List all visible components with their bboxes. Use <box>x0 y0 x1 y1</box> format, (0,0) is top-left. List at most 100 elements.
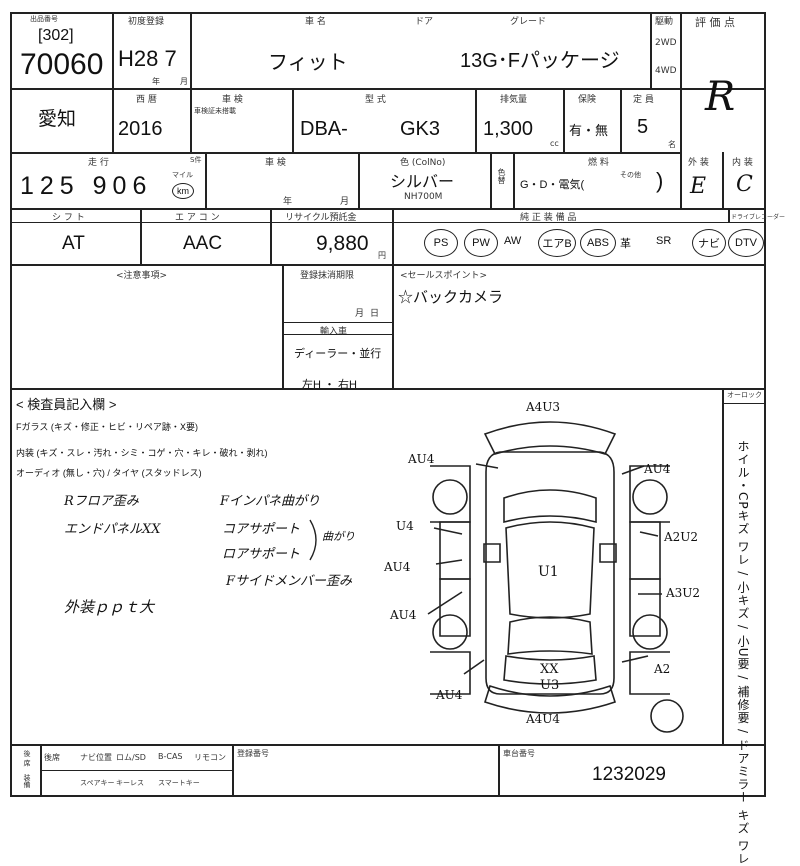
inspector-note: コアサポート <box>222 522 301 537</box>
inspection-label: 車 検 <box>222 95 243 105</box>
footer-label: スペアキー <box>80 779 115 787</box>
damage-mark: AU4 <box>644 462 671 476</box>
year: 2016 <box>118 118 163 140</box>
car-diagram <box>427 421 684 733</box>
registration-day: 日 <box>370 309 380 319</box>
footer-side-label-a: 後 席 <box>23 750 31 767</box>
footer-label: キーレス <box>116 779 144 787</box>
lot-number: 70060 <box>20 48 104 81</box>
footer-side-label-b: 装備 <box>23 774 31 788</box>
footer-label: リモコン <box>194 753 226 762</box>
side-legend: ホイル・CPキズ ワレ / 小キズ / 小U要 / 補修要 / ドアミラー キズ… <box>736 440 750 866</box>
color-label: 色 (ColNo) <box>400 158 446 168</box>
frame-number-label: 車台番号 <box>503 749 535 758</box>
sales-point-label: <セールスポイント> <box>400 271 488 281</box>
ac-label: エ ア コ ン <box>175 213 220 223</box>
inspector-note: 外装ｐｐｔ大 <box>64 598 155 616</box>
shift: AT <box>62 233 85 254</box>
grade-label: グレード <box>510 17 547 27</box>
fuel-other: その他 <box>620 171 641 179</box>
fuel-label: 燃 料 <box>588 158 609 168</box>
seats-unit: 名 <box>668 140 676 149</box>
reg-month-unit: 月 <box>180 77 188 86</box>
mileage: 125 906 <box>20 172 153 200</box>
color: シルバー <box>390 174 455 191</box>
drive-label: 駆動 <box>655 17 674 27</box>
notes-label: <注意事項> <box>116 271 168 281</box>
displacement: 1,300 <box>483 118 534 140</box>
car-name: フィット <box>268 52 348 74</box>
equipment-item: DTV <box>728 229 764 257</box>
model-code: GK3 <box>400 118 441 140</box>
mileage-suffix-label: S件 <box>190 156 202 164</box>
displacement-label: 排気量 <box>500 95 528 105</box>
damage-mark: A4U3 <box>526 400 561 414</box>
model-prefix: DBA- <box>300 118 348 140</box>
frame-number: 1232029 <box>592 764 666 785</box>
footer-label: 後席 <box>44 753 60 762</box>
damage-mark: A4U4 <box>526 712 561 726</box>
damage-mark: U3 <box>540 678 560 693</box>
car-name-label: 車 名 <box>305 17 326 27</box>
equipment-item: PS <box>424 229 458 257</box>
damage-mark: A2 <box>654 662 671 676</box>
registration-label: 登録抹消期限 <box>300 271 355 281</box>
footer-label: スマートキー <box>158 779 200 787</box>
color-change-label: 色替 <box>497 168 506 184</box>
damage-mark: AU4 <box>408 452 435 466</box>
damage-mark: AU4 <box>436 688 463 702</box>
seats-label: 定 員 <box>633 95 654 105</box>
interior-label: 内 装 <box>732 158 753 168</box>
damage-mark: AU4 <box>390 608 417 622</box>
damage-mark: XX <box>540 662 559 677</box>
ac: AAC <box>183 233 223 254</box>
year-label: 西 暦 <box>136 95 157 105</box>
shift-label: シ フ ト <box>52 213 85 223</box>
exterior-grade: E <box>690 174 707 199</box>
damage-mark: A3U2 <box>666 586 701 600</box>
door-label: ドア <box>415 17 434 27</box>
lot-label: 出品番号 <box>30 15 58 23</box>
recycle-flag-label: 保険 <box>578 95 597 105</box>
score: R <box>705 74 736 120</box>
shaken-label: 車 検 <box>265 158 286 168</box>
score-label: 評 価 点 <box>695 16 735 29</box>
grade: 13G･Fパッケージ <box>460 50 620 72</box>
lot-sub: [302] <box>38 27 74 44</box>
drive-2wd: 2WD <box>655 38 677 48</box>
steering-value: 左H ・ 右H <box>302 379 357 391</box>
reg-year-unit: 年 <box>152 77 160 86</box>
reg-label: 初度登録 <box>128 17 165 27</box>
sheet-border <box>10 12 766 797</box>
mileage-label: 走 行 <box>88 158 109 168</box>
audio-line: オーディオ (無し・穴) / タイヤ (スタッドレス) <box>16 468 202 478</box>
inspector-note: Fサイドメンバー歪み <box>226 574 353 589</box>
footer-label: ロム/SD <box>116 753 146 762</box>
glass-line: Fガラス (キズ・修正・ヒビ・リペア跡・Ⅹ要) <box>16 422 198 432</box>
prefecture: 愛知 <box>38 109 77 130</box>
model-label: 型 式 <box>365 95 386 105</box>
fuel: G・D・電気( <box>520 179 585 191</box>
equipment-extra-label: ドライブレコーダー <box>731 214 786 221</box>
interior-line: 内装 (キズ・スレ・汚れ・シミ・コゲ・穴・キレ・破れ・剥れ) <box>16 448 268 458</box>
bracket-mark <box>309 519 317 561</box>
registration-month: 月 <box>355 309 365 319</box>
sales-point: ☆バックカメラ <box>398 289 504 306</box>
color-code: NH700M <box>404 192 443 202</box>
inspection-note: 車検証未搭載 <box>194 107 236 115</box>
inspector-note: 曲がり <box>322 530 355 543</box>
damage-mark: A2U2 <box>664 530 699 544</box>
inspector-note: エンドパネルXX <box>64 522 161 537</box>
registration-number-label: 登録番号 <box>237 749 269 758</box>
recycle-label: リサイクル預託金 <box>285 213 357 223</box>
footer-label: B-CAS <box>158 752 183 761</box>
import-label: 輸入車 <box>320 327 348 337</box>
exterior-label: 外 装 <box>688 158 709 168</box>
mileage-unit-mile: マイル <box>172 171 193 179</box>
displacement-unit: cc <box>550 139 559 148</box>
equipment-item: エアB <box>538 229 576 257</box>
inspector-note: Fインパネ曲がり <box>220 494 321 509</box>
import-value: ディーラー・並行 <box>294 348 382 360</box>
inspector-note: Rフロア歪み <box>64 494 139 509</box>
equipment-label: 純 正 装 備 品 <box>520 213 577 223</box>
